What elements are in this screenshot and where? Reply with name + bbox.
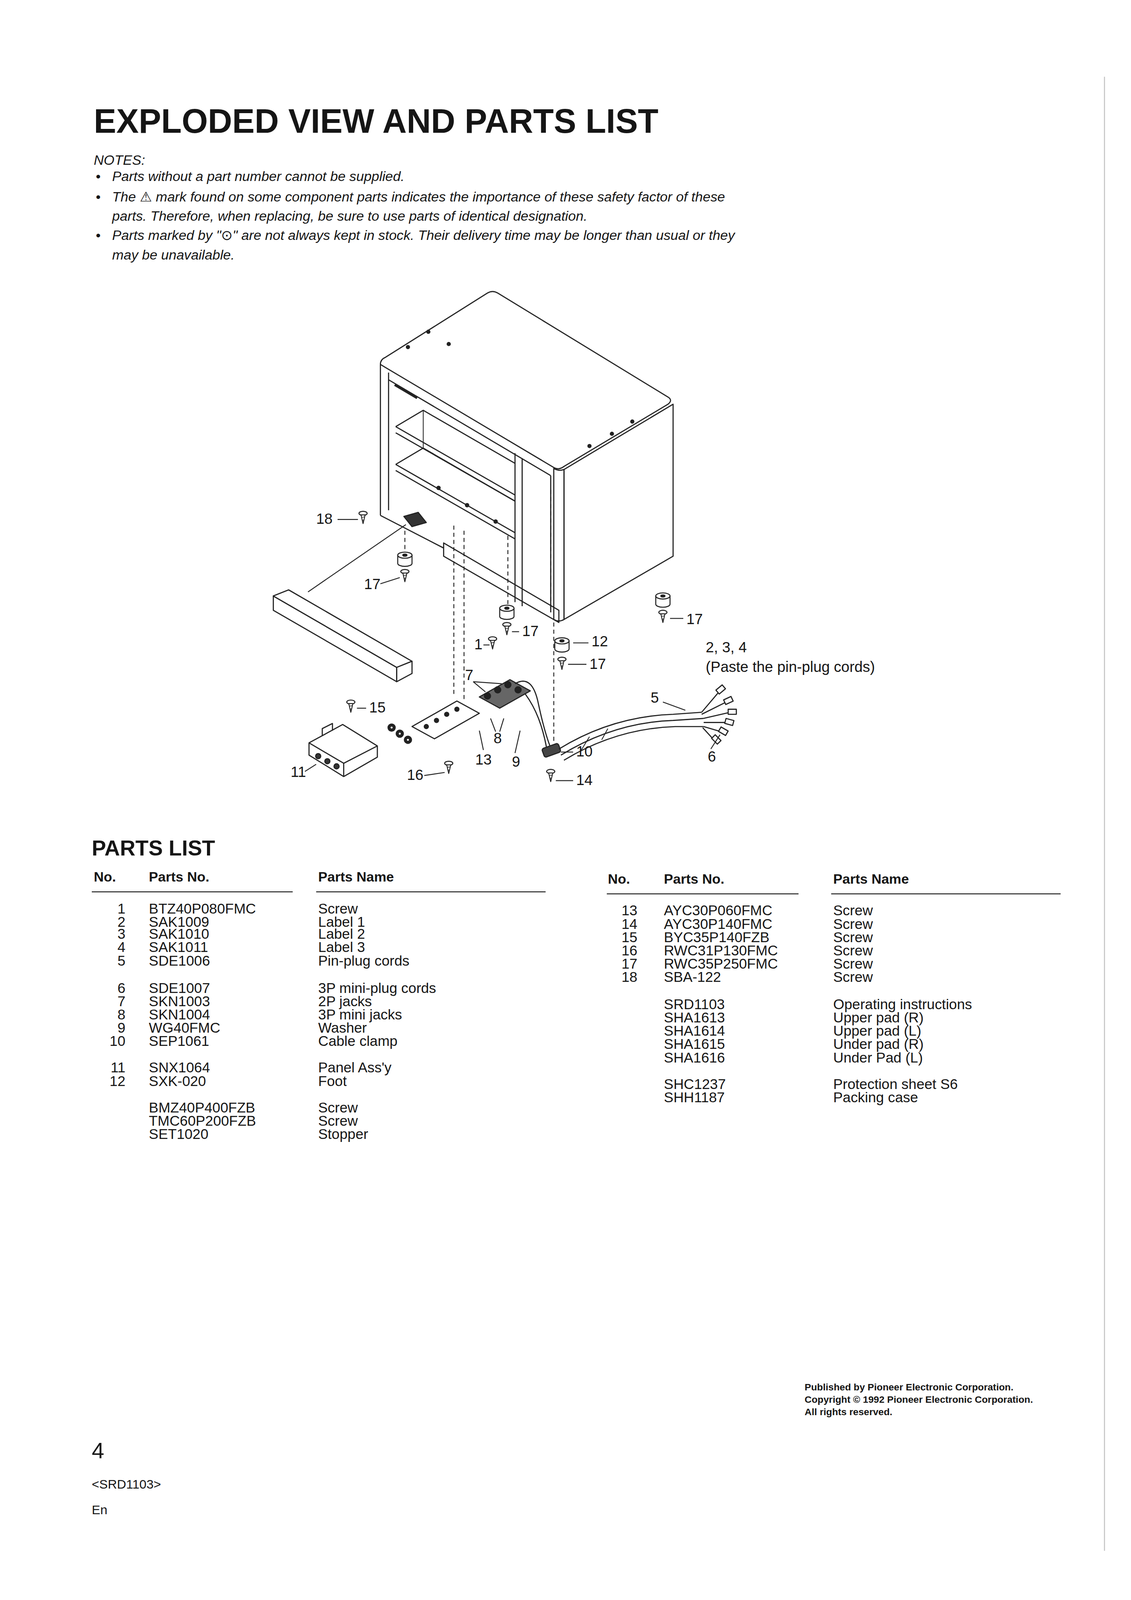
table-cell: Foot — [318, 1073, 347, 1090]
callout-number: 12 — [591, 632, 609, 651]
table-header: Parts Name — [833, 871, 909, 887]
callout-number: 2, 3, 4 — [705, 638, 747, 656]
callout-number: 13 — [475, 751, 493, 769]
table-cell: Under Pad (L) — [833, 1049, 923, 1066]
callout-number: 17 — [364, 575, 381, 593]
table-cell: SET1020 — [148, 1126, 209, 1143]
cabinet-drawing — [273, 291, 737, 782]
publisher-note: Published by Pioneer Electronic Corporat… — [804, 1381, 1014, 1393]
callout-number: 9 — [512, 753, 521, 771]
note-text: Parts without a part number cannot be su… — [112, 166, 405, 187]
callout-number: 16 — [406, 766, 424, 784]
footer-text: <SRD1103> — [91, 1476, 161, 1492]
table-cell: SEP1061 — [148, 1033, 210, 1050]
note-text: Parts marked by "⊙" are not always kept … — [112, 225, 739, 265]
table-cell: Packing case — [833, 1089, 919, 1106]
note-bullet: • — [96, 225, 101, 245]
table-cell: Screw — [833, 969, 873, 986]
publisher-note: All rights reserved. — [804, 1405, 893, 1418]
callout-number: 8 — [493, 729, 502, 747]
page-number: 4 — [91, 1437, 105, 1463]
callout-number: 10 — [576, 743, 593, 761]
table-cell: SHA1616 — [664, 1049, 726, 1066]
table-cell: Stopper — [318, 1126, 369, 1143]
callout-number: 5 — [650, 689, 659, 707]
table-cell: Cable clamp — [318, 1033, 398, 1050]
note-bullet: • — [96, 166, 101, 187]
table-cell: 10 — [109, 1033, 126, 1050]
section-heading: PARTS LIST — [91, 836, 216, 861]
table-cell: SHH1187 — [664, 1089, 726, 1106]
table-header: Parts No. — [148, 868, 210, 885]
table-header: Parts Name — [318, 868, 394, 885]
callout-number: 17 — [686, 610, 703, 628]
note-bullet: • — [96, 187, 101, 207]
table-cell: Pin-plug cords — [318, 953, 410, 969]
table-cell: SXK-020 — [148, 1073, 207, 1090]
page-title: EXPLODED VIEW AND PARTS LIST — [93, 102, 659, 141]
callout-number: 6 — [707, 748, 716, 766]
note-text: The ⚠ mark found on some component parts… — [112, 187, 739, 226]
table-cell: SDE1006 — [148, 953, 210, 969]
table-cell: SBA-122 — [664, 969, 722, 986]
scan-edge — [1104, 76, 1105, 1551]
table-cell: 18 — [621, 969, 638, 986]
table-header: Parts No. — [664, 871, 725, 887]
table-cell: 12 — [109, 1073, 126, 1090]
callout-number: 1 — [474, 635, 483, 653]
callout-number: 15 — [369, 699, 386, 717]
table-header: No. — [93, 868, 117, 885]
table-header: No. — [607, 871, 630, 887]
callout-number: 7 — [465, 666, 474, 684]
callout-number: 14 — [576, 771, 593, 789]
callout-number: (Paste the pin-plug cords) — [705, 658, 875, 676]
callout-number: 18 — [316, 510, 333, 528]
publisher-note: Copyright © 1992 Pioneer Electronic Corp… — [804, 1393, 1033, 1406]
table-rules — [91, 891, 1061, 894]
note-text: NOTES: — [93, 150, 146, 170]
table-cell: 5 — [117, 953, 126, 969]
callout-number: 11 — [290, 763, 307, 781]
footer-text: En — [91, 1501, 108, 1518]
leader-lines — [304, 519, 720, 781]
callout-number: 17 — [521, 622, 539, 640]
callout-number: 17 — [589, 655, 607, 673]
